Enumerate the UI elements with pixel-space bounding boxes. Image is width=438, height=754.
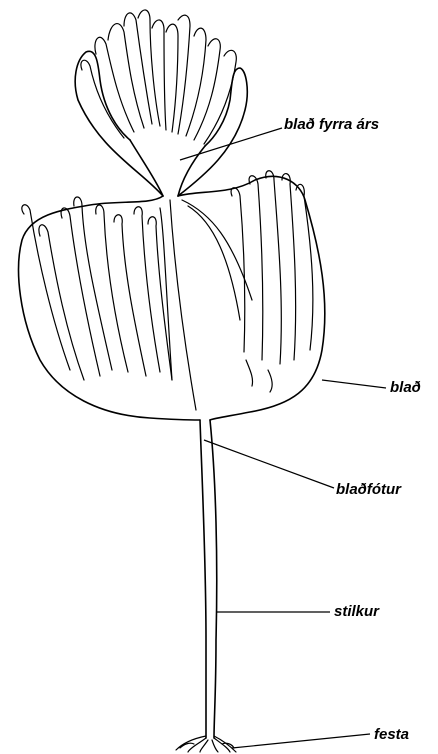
label-blade-base: blaðfótur [336, 481, 402, 498]
leader-blade-base [204, 440, 334, 488]
label-blade: blað [390, 379, 421, 396]
old-blade-drawing [75, 10, 247, 196]
label-old-blade: blað fyrra árs [284, 116, 379, 133]
stipe-drawing [200, 420, 217, 738]
blade-drawing [19, 171, 325, 420]
leader-old-blade [180, 128, 282, 160]
label-holdfast: festa [374, 726, 409, 743]
leader-holdfast [232, 734, 370, 748]
label-stipe: stilkur [334, 603, 380, 620]
leader-blade [322, 380, 386, 388]
holdfast-drawing [176, 736, 236, 752]
